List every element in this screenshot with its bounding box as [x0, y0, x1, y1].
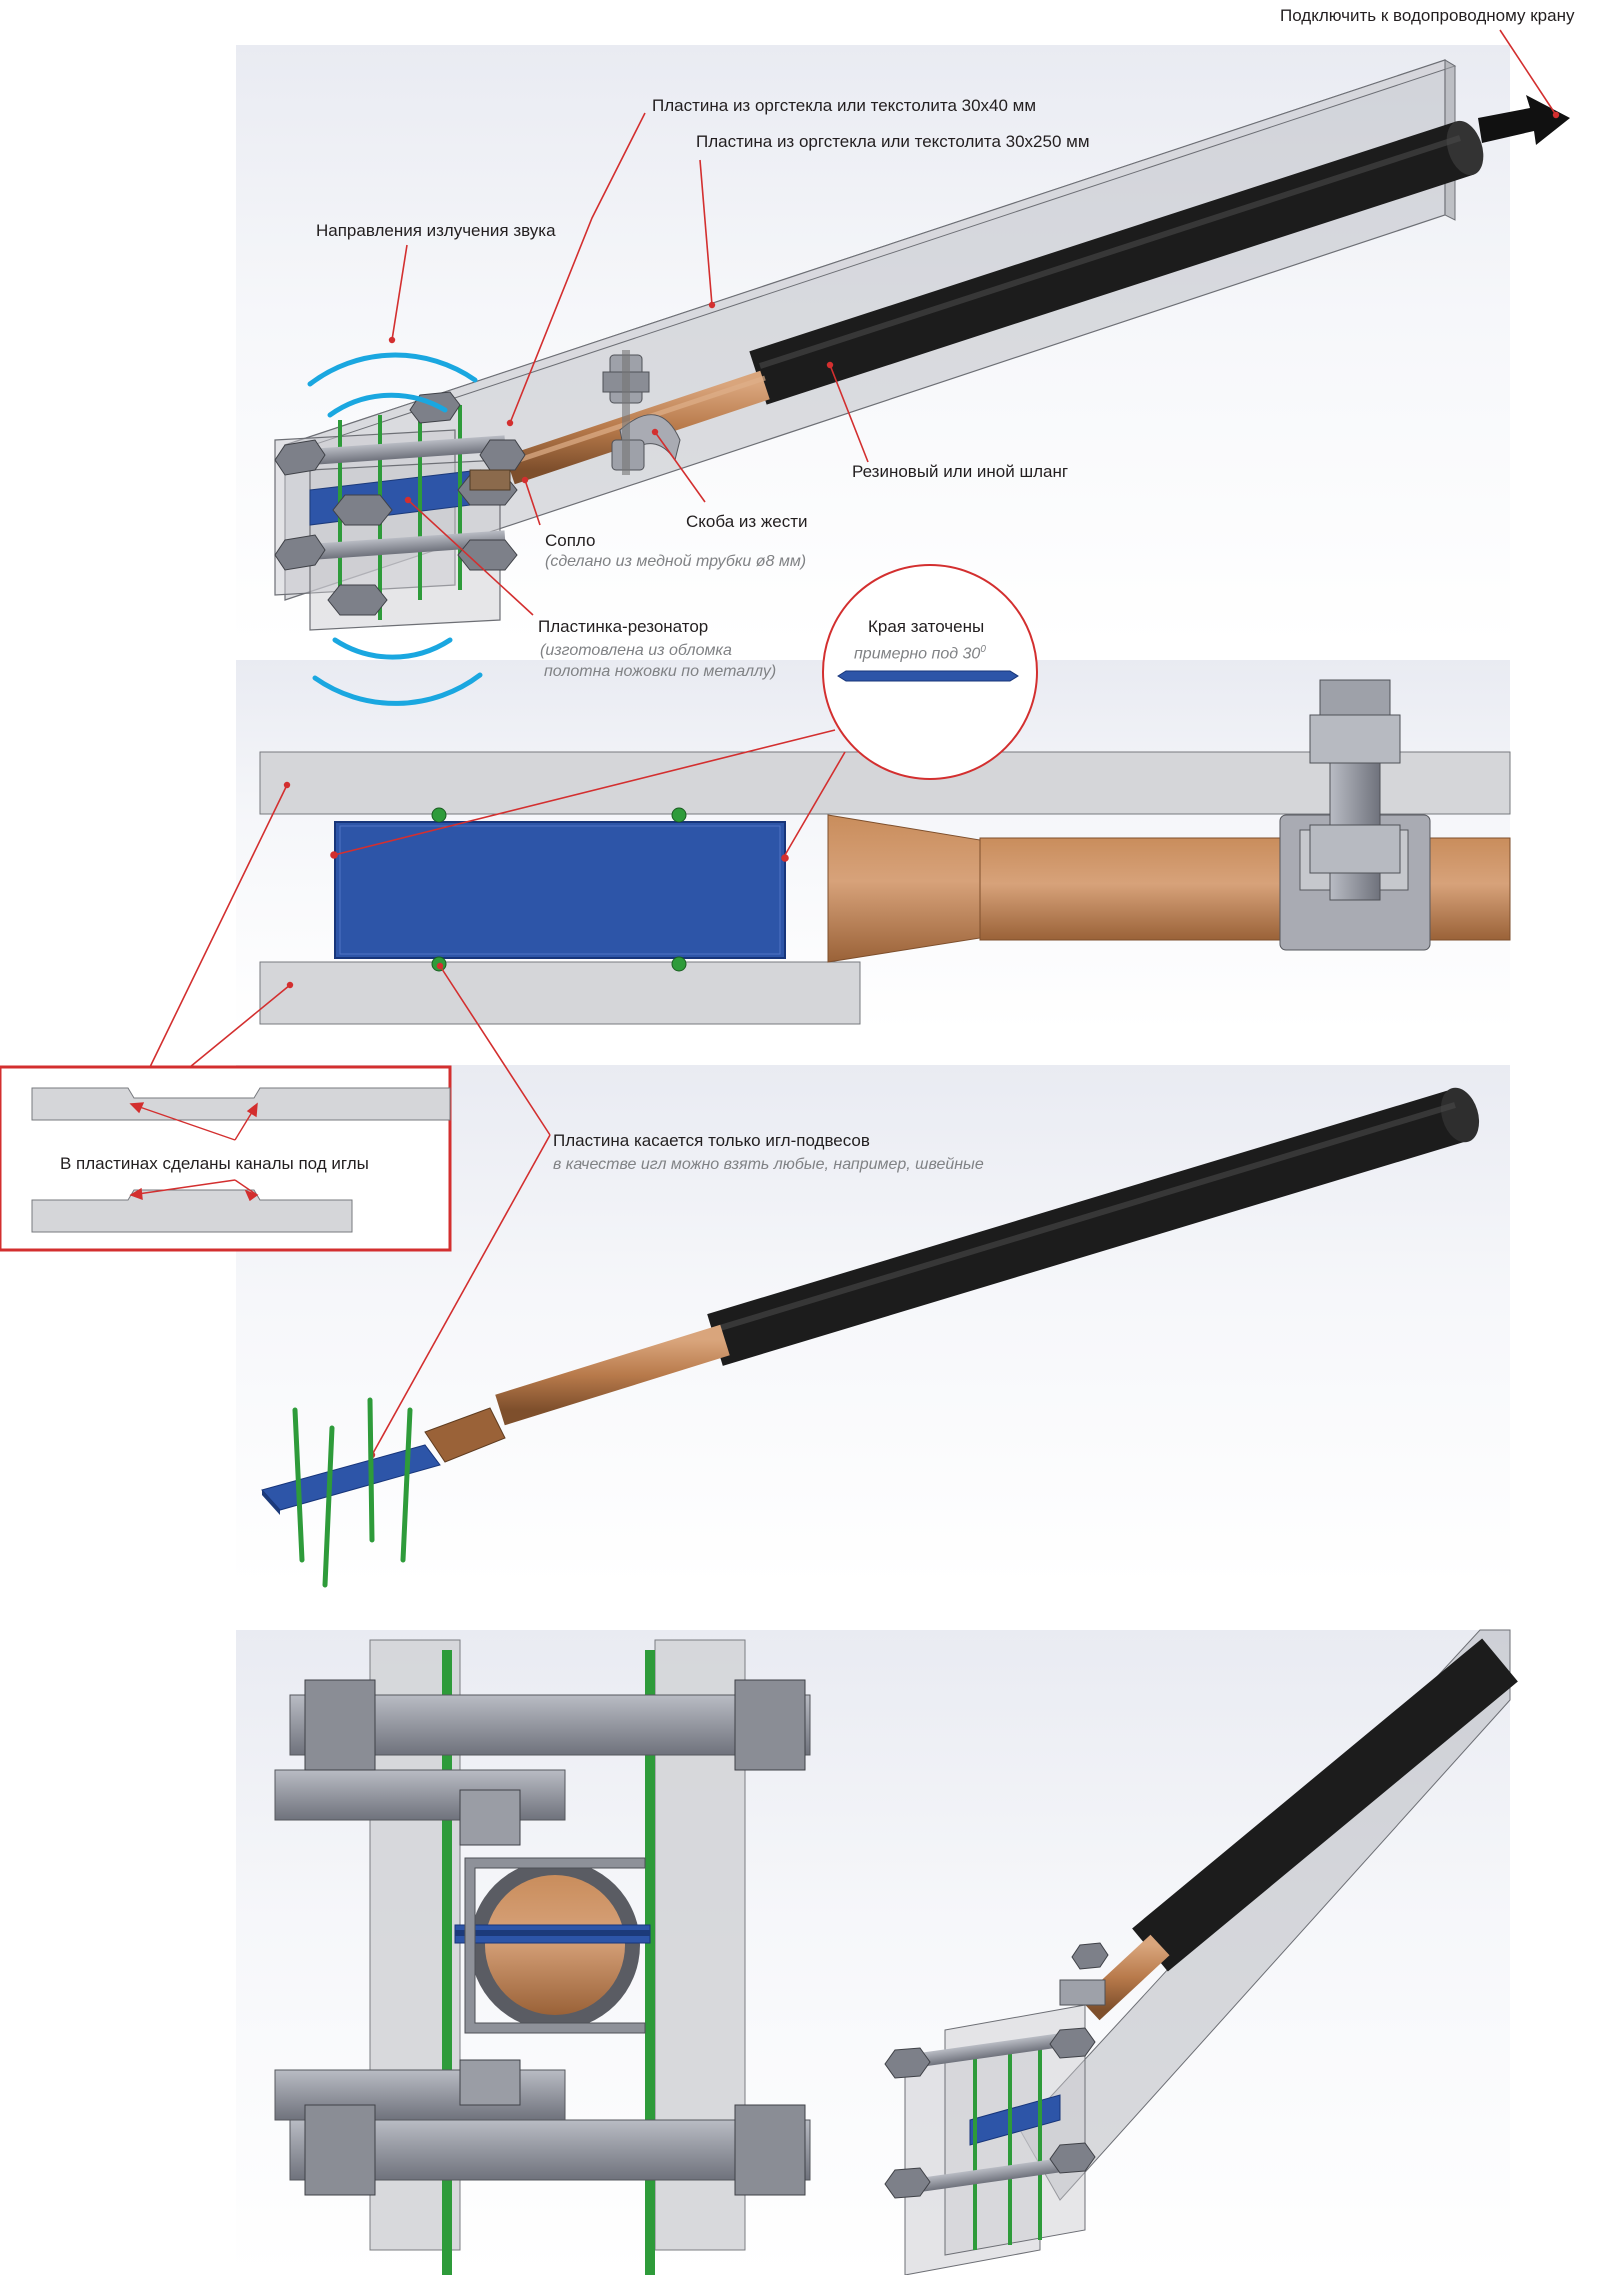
faucet-label: Подключить к водопроводному крану [1280, 6, 1575, 25]
resonator-tube [424, 1324, 730, 1463]
iso-view [884, 1629, 1518, 2275]
section-resonator [334, 821, 786, 959]
inset-channels-box [0, 1065, 452, 1252]
clamp-label: Скоба из жести [686, 512, 808, 531]
plate-small-label: Пластина из оргстекла или текстолита 30х… [652, 96, 1037, 115]
channels-label: В пластинах сделаны каналы под иглы [60, 1154, 369, 1173]
degree-mark: 0 [980, 644, 986, 655]
arrow-icon [1478, 95, 1570, 145]
hose [749, 120, 1484, 405]
leaders-panel-2 [149, 729, 846, 1459]
section-clamp [1279, 679, 1431, 951]
plate-long-label: Пластина из оргстекла или текстолита 30х… [696, 132, 1090, 151]
touch-label: Пластина касается только игл-подвесов [553, 1131, 870, 1150]
resonator-block [274, 391, 526, 631]
nozzle-note: (сделано из медной трубки ø8 мм) [545, 553, 807, 570]
leaders-panel-1 [388, 29, 1560, 616]
resonator-note-1: (изготовлена из обломка [540, 642, 732, 659]
sound-wave-icon [307, 352, 483, 706]
bolt-icon [332, 494, 393, 526]
resonator-plate [261, 1444, 441, 1515]
inset-arrows [129, 1102, 259, 1202]
tin-clamp [602, 350, 681, 475]
section-lower-plate [259, 961, 861, 1025]
needle-icon [292, 1397, 413, 1588]
hose-label: Резиновый или иной шланг [852, 462, 1069, 481]
sound-direction-label: Направления излучения звука [316, 221, 556, 240]
touch-note: в качестве игл можно взять любые, наприм… [553, 1156, 984, 1173]
detail-magnifier [822, 564, 1038, 780]
front-view [274, 1639, 811, 2275]
resonator-label: Пластинка-резонатор [538, 617, 709, 636]
edges-label: Края заточены [868, 617, 985, 636]
resonator-hose [707, 1087, 1480, 1366]
nozzle-label: Сопло [545, 531, 596, 550]
resonator-note-2: полотна ножовки по металлу) [544, 663, 777, 680]
edges-note: примерно под 300 [854, 644, 986, 663]
